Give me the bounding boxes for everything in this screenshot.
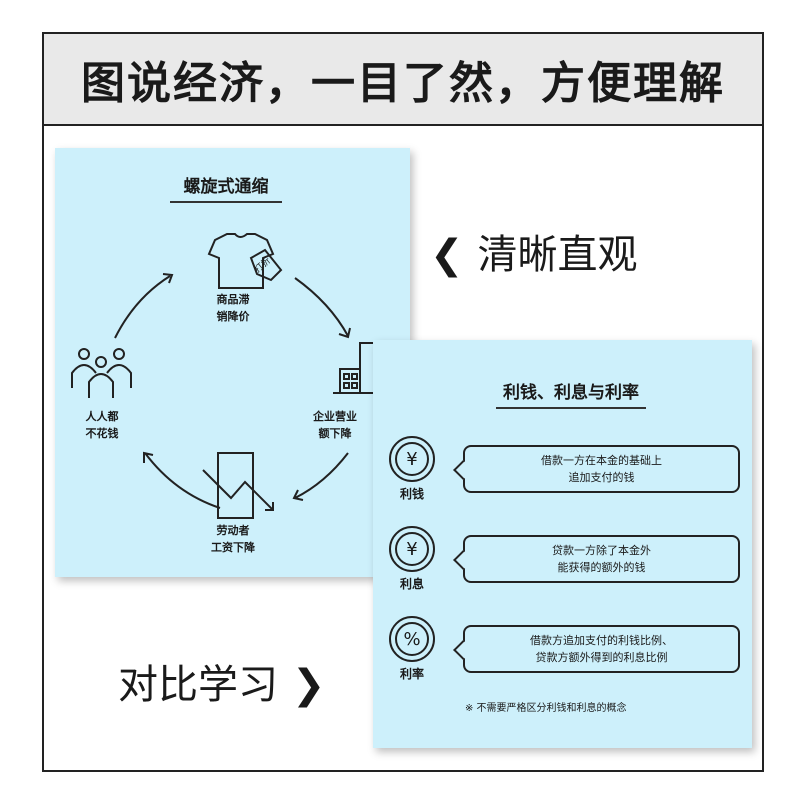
row-label: 利率 bbox=[399, 667, 424, 681]
node-people-label: 人人都不花钱 bbox=[85, 410, 119, 440]
row-label: 利息 bbox=[399, 577, 424, 591]
yen-coin-icon: ¥ bbox=[389, 526, 435, 572]
arrow-icon bbox=[114, 273, 351, 509]
definition-bubble: 借款一方在本金的基础上追加支付的钱 bbox=[463, 445, 740, 493]
callout-clear: ❮ 清晰直观 bbox=[430, 232, 638, 278]
node-business-label: 企业营业额下降 bbox=[313, 410, 357, 440]
card-title: 利钱、利息与利率 bbox=[496, 378, 646, 409]
tshirt-icon bbox=[207, 233, 275, 289]
card-title: 螺旋式通缩 bbox=[170, 172, 282, 203]
callout-compare: 对比学习 ❯ bbox=[118, 662, 326, 708]
envelope-decline-icon bbox=[202, 452, 274, 519]
frame: 图说经济，一目了然，方便理解 bbox=[42, 32, 764, 772]
chevron-right-icon: ❯ bbox=[278, 662, 326, 708]
chevron-left-icon: ❮ bbox=[430, 232, 478, 278]
tag-icon bbox=[249, 248, 283, 282]
yen-coin-icon: ¥ bbox=[389, 436, 435, 482]
interest-card: 利钱、利息与利率 ¥ 利钱 借款一方在本金的基础上追加支付的钱 ¥ 利息 贷款一… bbox=[373, 340, 752, 748]
cycle-diagram bbox=[71, 233, 410, 519]
percent-coin-icon: % bbox=[389, 616, 435, 662]
footnote: ※ 不需要严格区分利钱和利息的概念 bbox=[465, 703, 627, 714]
node-goods-label: 商品滞销降价 bbox=[216, 293, 250, 323]
definition-bubble: 贷款一方除了本金外能获得的额外的钱 bbox=[463, 535, 740, 583]
definition-bubble: 借款方追加支付的利钱比例、贷款方额外得到的利息比例 bbox=[463, 625, 740, 673]
banner-title: 图说经济，一目了然，方便理解 bbox=[44, 34, 762, 126]
row-label: 利钱 bbox=[399, 487, 424, 501]
people-icon bbox=[71, 348, 132, 398]
node-workers-label: 劳动者工资下降 bbox=[211, 524, 255, 554]
spiral-deflation-card: 螺旋式通缩 打折 商品滞销降价 企业营业额下降 劳动者工资下降 人人都不花钱 bbox=[55, 148, 410, 577]
